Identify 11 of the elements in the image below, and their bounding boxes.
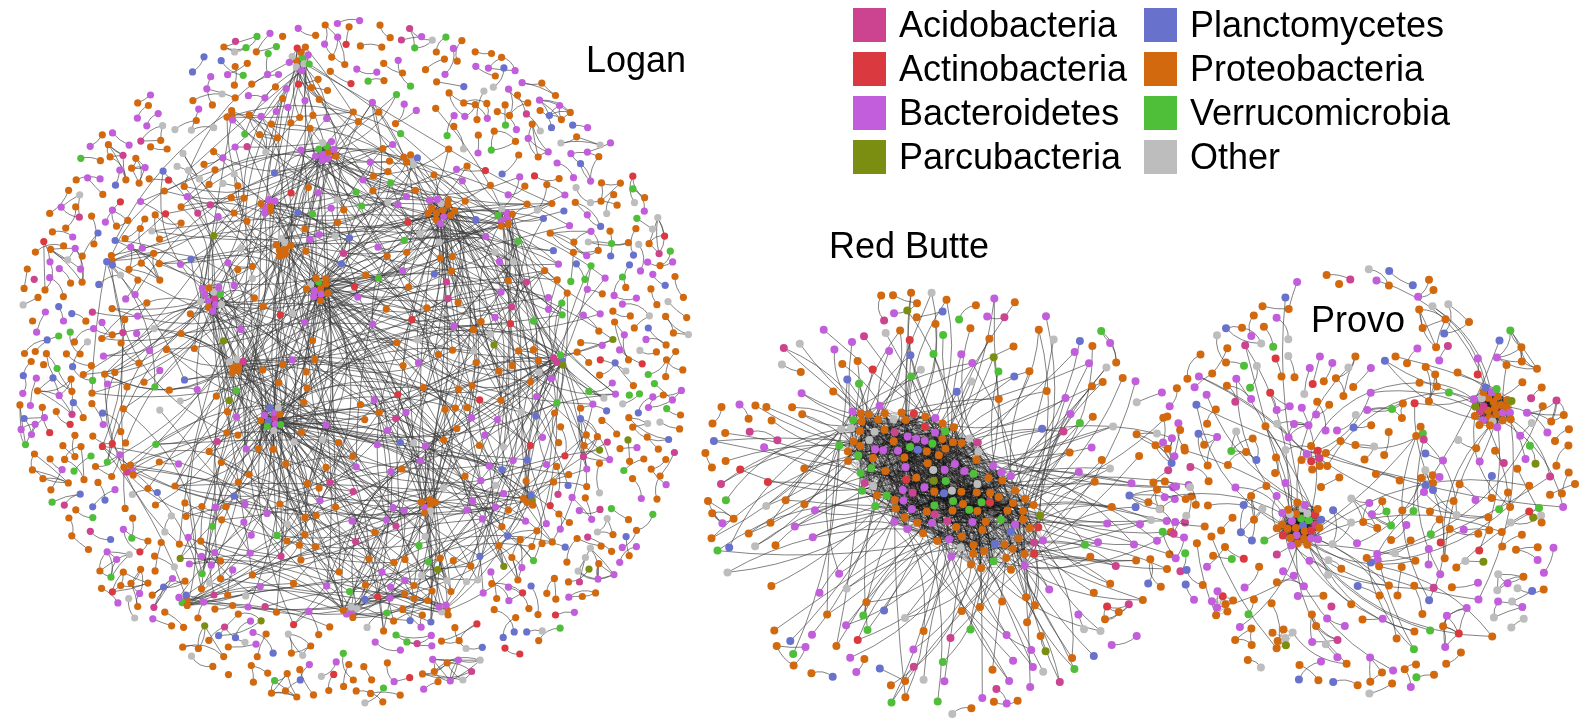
network-label: Provo [1311,302,1406,338]
legend-label: Other [1190,139,1281,175]
legend-label: Proteobacteria [1190,51,1425,87]
legend-label: Verrucomicrobia [1190,95,1451,131]
network-label: Logan [586,42,687,78]
network-label: Red Butte [829,228,990,264]
legend-label: Actinobacteria [899,51,1128,87]
legend-label: Acidobacteria [899,7,1118,43]
legend-label: Planctomycetes [1190,7,1445,43]
legend-label: Bacteroidetes [899,95,1120,131]
legend-label: Parcubacteria [899,139,1122,175]
